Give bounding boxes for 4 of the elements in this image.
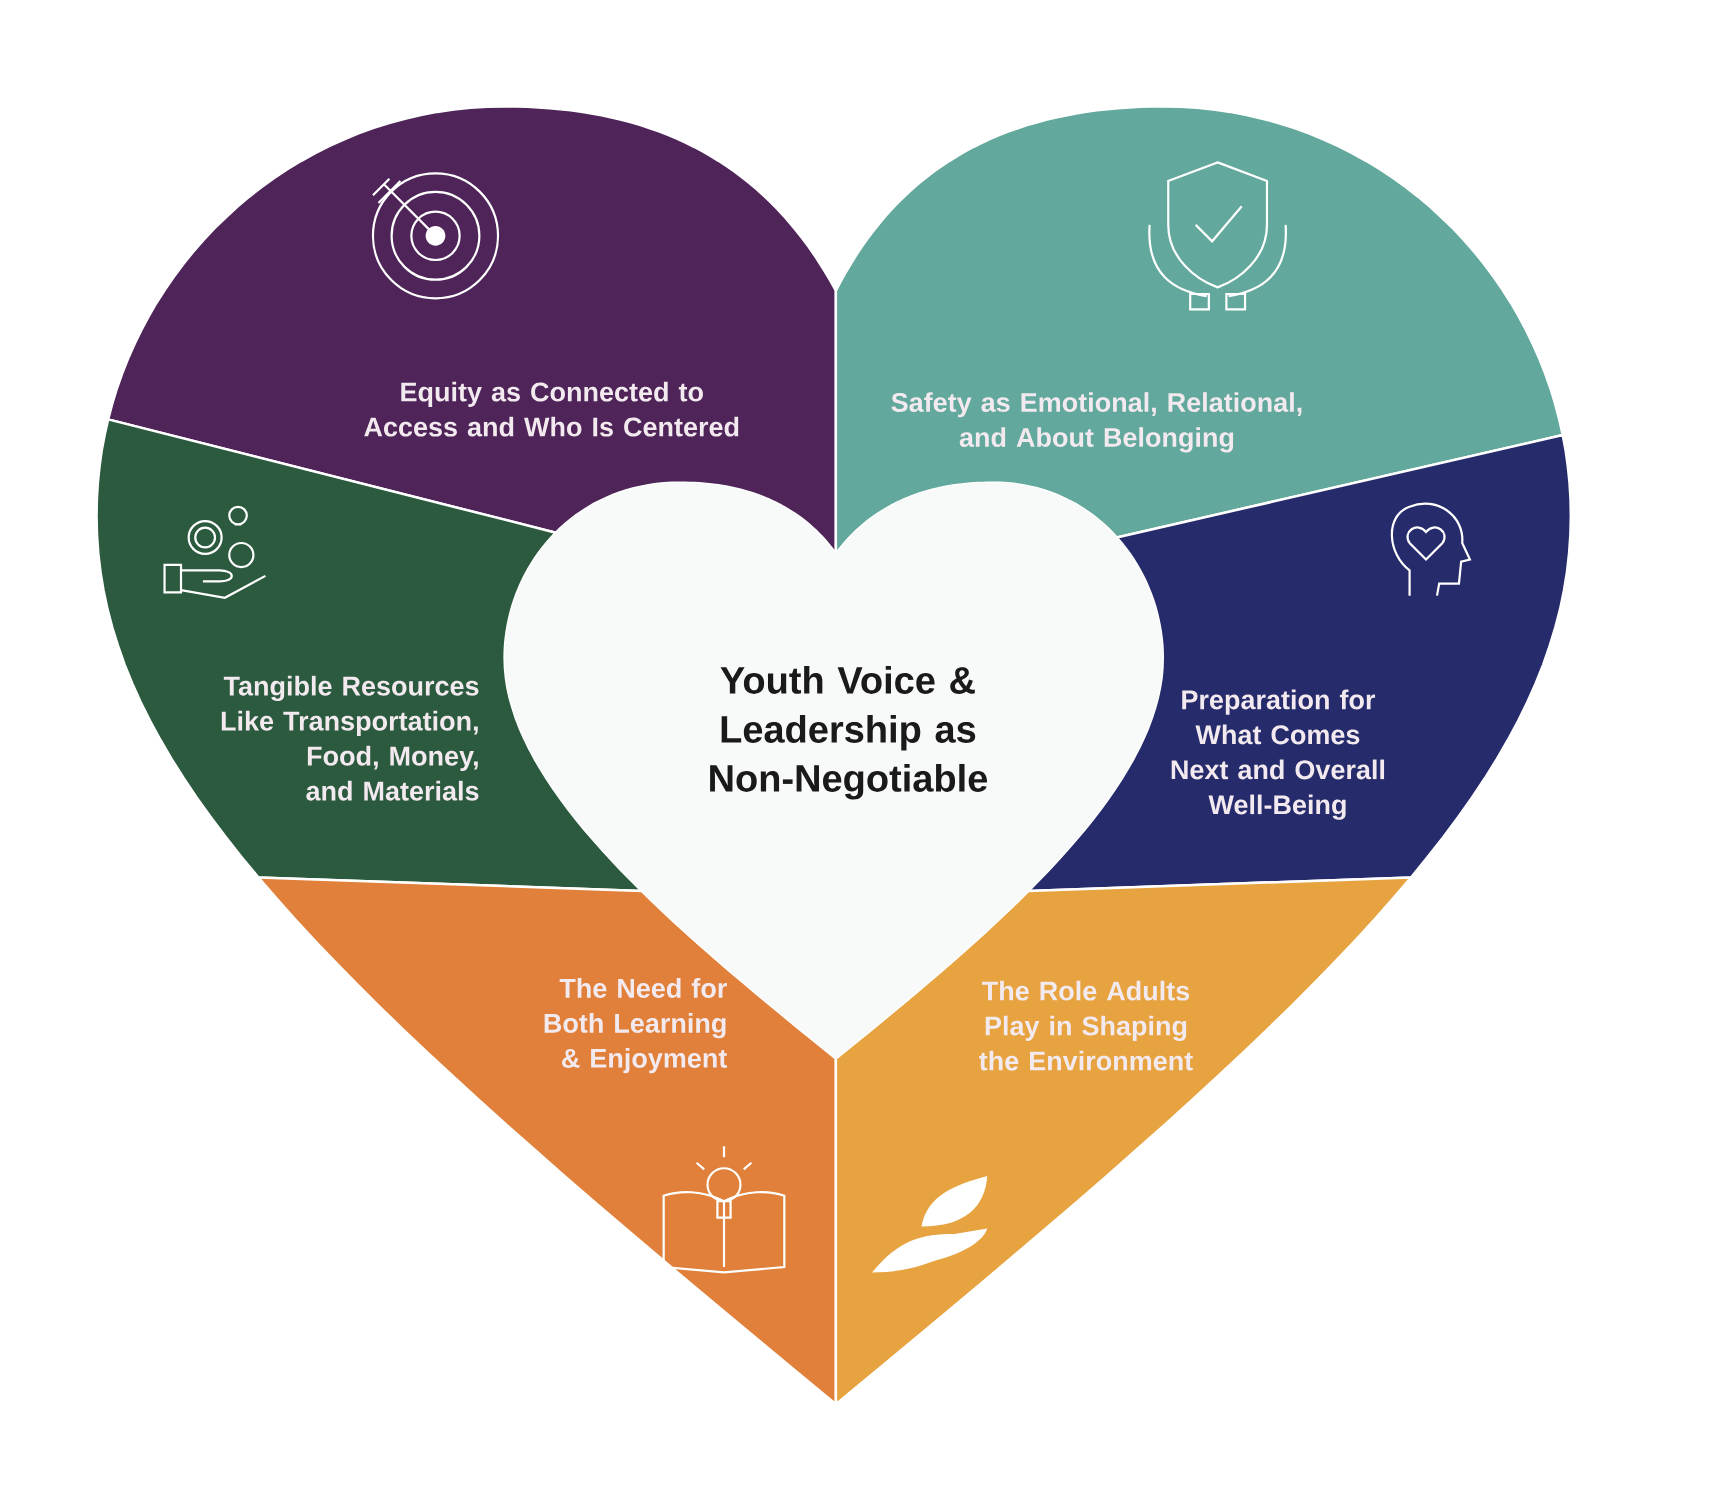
heart-segment: The Need for Both Learning & Enjoyment (257, 876, 838, 1406)
heart-segment: Equity as Connected to Access and Who Is Centered (106, 105, 838, 556)
heart-segment: The Role Adults Play in Shaping the Environment (834, 876, 1413, 1406)
heart-segment: Safety as Emotional, Relational, and About Belonging (834, 105, 1564, 556)
